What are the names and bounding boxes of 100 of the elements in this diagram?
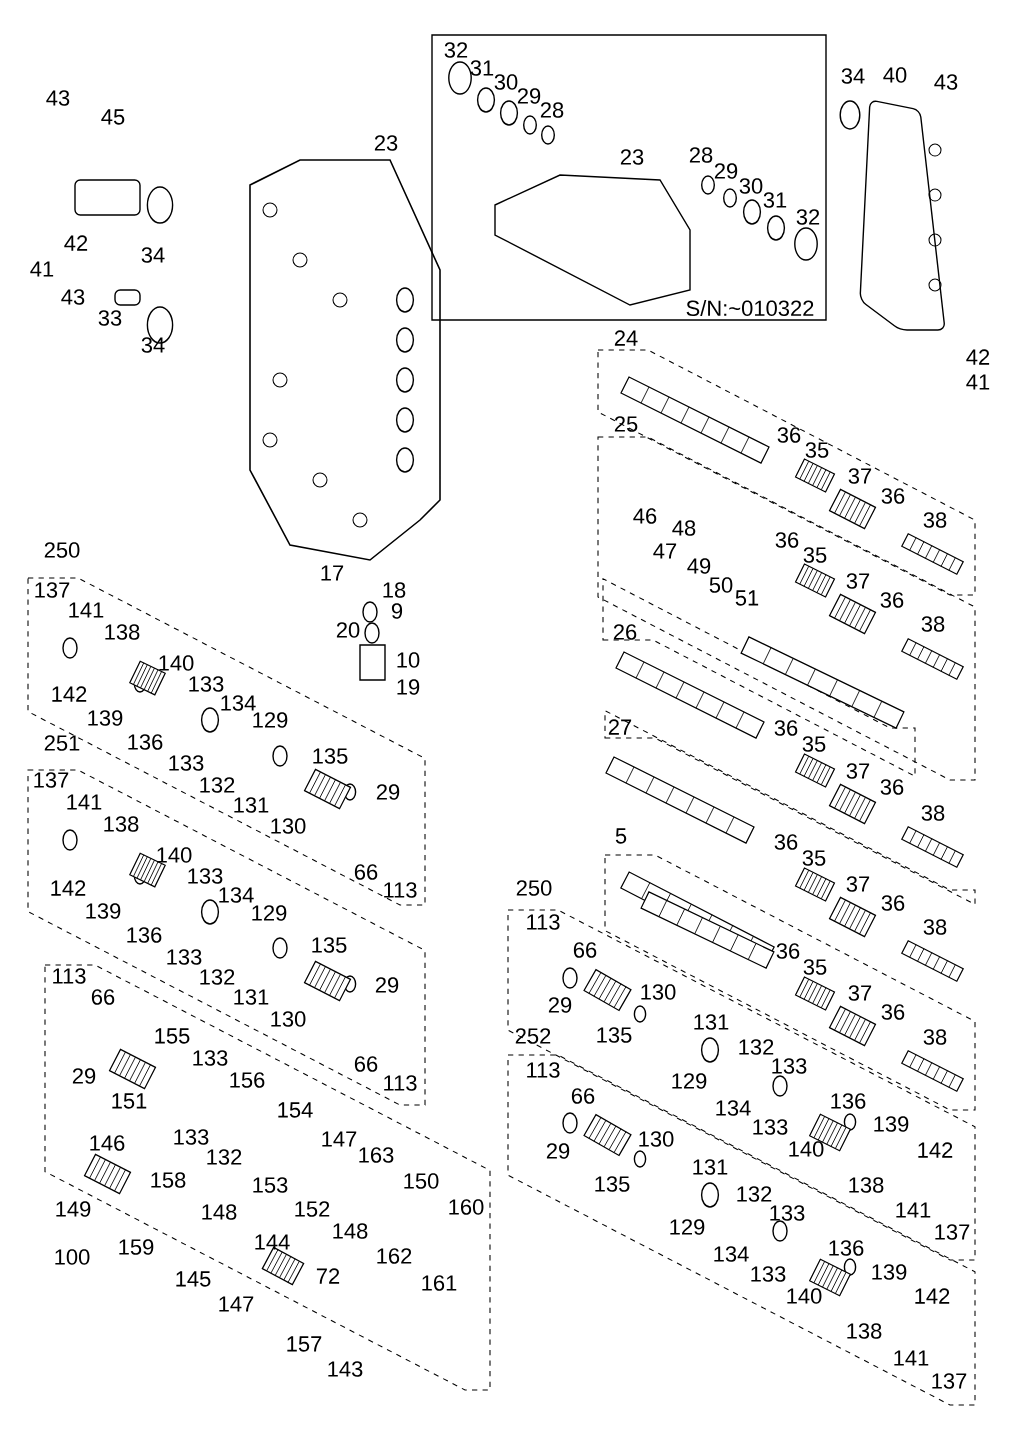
callout-number: 162	[377, 1248, 412, 1264]
callout-number: 27	[608, 719, 632, 735]
callout-number: 113	[53, 968, 86, 984]
callout-number: 48	[672, 520, 696, 536]
callout-number: 33	[98, 310, 122, 326]
callout-number: 36	[881, 1004, 905, 1020]
callout-number: 141	[894, 1350, 929, 1366]
callout-number: 36	[775, 532, 799, 548]
callout-number: 137	[35, 582, 70, 598]
callout-number: 155	[155, 1028, 190, 1044]
callout-number: 42	[64, 235, 88, 251]
callout-number: 37	[846, 573, 870, 589]
callout-number: 134	[716, 1100, 751, 1116]
callout-number: 41	[30, 261, 54, 277]
callout-number: 133	[189, 676, 224, 692]
callout-number: 45	[101, 109, 125, 125]
callout-number: 134	[714, 1246, 749, 1262]
callout-number: 29	[375, 977, 399, 993]
callout-number: 140	[157, 847, 192, 863]
callout-number: 66	[571, 1088, 595, 1104]
callout-number: 34	[141, 247, 165, 263]
callout-number: 66	[573, 942, 597, 958]
callout-number: 133	[751, 1266, 786, 1282]
callout-number: 32	[796, 209, 820, 225]
callout-number: 133	[753, 1119, 788, 1135]
callout-number: 9	[391, 603, 403, 619]
callout-number: 251	[44, 735, 80, 751]
callout-number: 154	[278, 1102, 313, 1118]
callout-number: 142	[915, 1288, 950, 1304]
callout-number: 147	[322, 1131, 357, 1147]
callout-number: 136	[127, 927, 162, 943]
callout-number: 42	[966, 349, 990, 365]
callout-number: 24	[614, 330, 638, 346]
callout-number: 142	[918, 1142, 953, 1158]
callout-number: 19	[397, 679, 420, 695]
callout-number: 138	[104, 816, 139, 832]
callout-number: 135	[595, 1176, 630, 1192]
callout-number: 130	[271, 818, 306, 834]
callout-number: 10	[397, 652, 420, 668]
callout-number: 131	[234, 989, 269, 1005]
callout-number: 138	[849, 1177, 884, 1193]
callout-number: 20	[336, 622, 360, 638]
callout-number: 113	[527, 914, 560, 930]
callout-number: 5	[615, 828, 627, 844]
callout-number: 28	[540, 102, 564, 118]
callout-number: 136	[831, 1093, 866, 1109]
callout-number: 133	[772, 1058, 807, 1074]
callout-number: 137	[935, 1224, 970, 1240]
callout-number: 36	[774, 720, 798, 736]
callout-number: 31	[470, 60, 494, 76]
callout-number: 133	[188, 868, 223, 884]
callout-number: 38	[923, 1029, 947, 1045]
callout-number: 250	[516, 880, 552, 896]
callout-number: 31	[763, 192, 787, 208]
callout-number: 35	[803, 547, 827, 563]
callout-number: 18	[383, 582, 406, 598]
callout-number: 35	[805, 442, 829, 458]
callout-number: 131	[694, 1014, 729, 1030]
callout-number: 32	[444, 42, 468, 58]
callout-number: 130	[271, 1011, 306, 1027]
callout-number: 30	[494, 74, 518, 90]
serial-number-note: S/N:~010322	[686, 299, 814, 317]
callout-number: 66	[91, 989, 115, 1005]
callout-number: 66	[354, 1056, 378, 1072]
callout-number: 34	[141, 337, 165, 353]
callout-number: 17	[321, 565, 344, 581]
callout-number: 36	[880, 779, 904, 795]
callout-number: 51	[735, 590, 759, 606]
callout-number: 131	[693, 1159, 728, 1175]
callout-number: 139	[86, 903, 121, 919]
callout-number: 152	[295, 1201, 330, 1217]
callout-number: 50	[709, 577, 733, 593]
callout-number: 147	[219, 1296, 254, 1312]
callout-number: 130	[639, 1131, 674, 1147]
callout-number: 141	[69, 602, 104, 618]
callout-number: 36	[777, 427, 801, 443]
callout-number: 23	[374, 135, 398, 151]
callout-number: 47	[653, 543, 677, 559]
callout-number: 29	[546, 1143, 570, 1159]
callout-number: 26	[613, 624, 637, 640]
callout-number: 252	[515, 1028, 551, 1044]
callout-number: 133	[167, 949, 202, 965]
callout-number: 113	[384, 882, 417, 898]
callout-number: 37	[846, 876, 870, 892]
callout-number: 160	[449, 1199, 484, 1215]
callout-number: 139	[874, 1116, 909, 1132]
callout-number: 100	[55, 1249, 90, 1265]
callout-number: 132	[207, 1149, 242, 1165]
callout-number: 136	[829, 1240, 864, 1256]
callout-number: 43	[46, 90, 70, 106]
callout-number: 135	[312, 937, 347, 953]
callout-number: 159	[119, 1239, 154, 1255]
callout-number: 148	[333, 1223, 368, 1239]
callout-number: 37	[848, 468, 872, 484]
callout-number: 25	[614, 416, 638, 432]
callout-number: 153	[253, 1177, 288, 1193]
callout-number: 29	[517, 88, 541, 104]
callout-number: 38	[921, 616, 945, 632]
callout-number: 143	[328, 1361, 363, 1377]
callout-number: 250	[44, 542, 80, 558]
